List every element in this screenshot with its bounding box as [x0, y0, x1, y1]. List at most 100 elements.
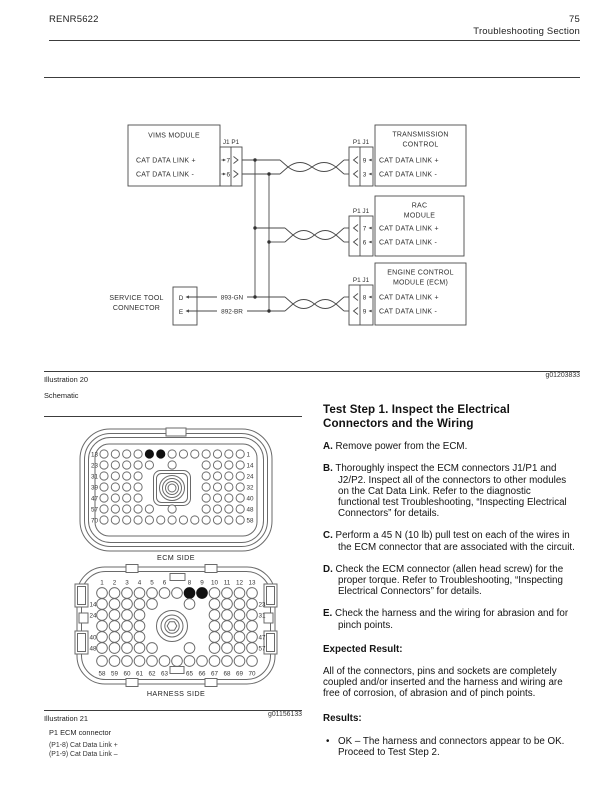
pin-number-label: 12 — [236, 580, 244, 587]
pin-number-label: 8 — [188, 580, 192, 587]
pin-socket — [144, 460, 154, 470]
pin-row-label: 14 — [89, 601, 97, 608]
pin-socket — [99, 493, 109, 503]
expected-result-text: All of the connectors, pins and sockets … — [323, 666, 563, 700]
step-text: Check the harness and the wiring for abr… — [335, 608, 569, 631]
pin-number-label: 11 — [224, 580, 231, 587]
hex-socket — [166, 621, 178, 631]
pin-socket — [212, 471, 223, 481]
pin-socket — [133, 449, 143, 459]
pin-socket-marked — [144, 449, 154, 459]
doc-number: RENR5622 — [49, 14, 99, 25]
pin-socket — [121, 598, 133, 610]
pin-socket — [133, 598, 146, 610]
pin-socket — [201, 449, 211, 459]
pin-number-label: 66 — [198, 671, 206, 678]
pin-socket — [167, 460, 177, 470]
tc-row-minus: CAT DATA LINK - — [379, 171, 437, 178]
step-letter: B. — [323, 463, 333, 475]
pin-socket — [224, 449, 234, 459]
pin-socket — [146, 598, 158, 610]
pin-socket — [99, 449, 109, 459]
pin-row-label: 40 — [247, 495, 255, 502]
rac-module: P1 J1 7 6 RAC MODULE CAT DATA LINK + CAT… — [348, 195, 465, 257]
rac-row-plus: CAT DATA LINK + — [379, 225, 439, 232]
keyway-notch-top — [169, 573, 186, 581]
pin-number-label: 3 — [125, 580, 129, 587]
pin-socket — [208, 587, 221, 599]
pin-socket — [233, 620, 246, 632]
pin-socket — [167, 515, 177, 525]
pin-socket — [212, 493, 223, 503]
pin-socket — [108, 609, 121, 621]
pin-number-label: 62 — [148, 671, 156, 678]
pin-socket — [233, 609, 246, 621]
pin-socket — [201, 471, 211, 481]
pin-row-label: 48 — [247, 506, 255, 513]
pin-row-label: 70 — [91, 517, 99, 524]
pin-socket — [96, 655, 108, 667]
pin-socket — [171, 587, 183, 599]
pin-socket — [108, 631, 121, 643]
pin-row-label: 23 — [259, 601, 267, 608]
pin-socket — [246, 587, 258, 599]
pin-row-label: 39 — [91, 484, 99, 491]
pin-number-label: 69 — [236, 671, 244, 678]
pin-number-label: 2 — [113, 580, 117, 587]
tc-row-plus: CAT DATA LINK + — [379, 157, 439, 164]
latch-slot — [263, 583, 278, 608]
pin-socket — [144, 515, 154, 525]
ecm-pin-8: 8 — [363, 294, 367, 301]
pin-socket — [96, 598, 108, 610]
illustration20-label: Illustration 20 — [44, 375, 88, 384]
pin-socket — [212, 482, 223, 492]
pin-row-label: 47 — [91, 495, 99, 502]
vims-row-plus: CAT DATA LINK + — [136, 157, 196, 164]
rac-pin-6: 6 — [363, 239, 367, 246]
pin-socket — [133, 642, 146, 654]
pin-socket — [235, 493, 245, 503]
pin-socket — [133, 482, 143, 492]
pin-row-label: 57 — [91, 506, 99, 513]
step-text: Thoroughly inspect the ECM connectors J1… — [335, 463, 567, 520]
pin-row-label: 32 — [247, 484, 255, 491]
step-letter: E. — [323, 608, 333, 620]
illustration21-id: g01156133 — [268, 711, 302, 718]
pin-socket — [233, 631, 246, 643]
pin-socket — [190, 449, 200, 459]
step-e: E. Check the harness and the wiring for … — [323, 608, 575, 630]
pin-number-label: 1 — [100, 580, 104, 587]
pin-socket — [133, 631, 146, 643]
section-title: Troubleshooting Section — [473, 26, 580, 37]
schematic-figure: VIMS MODULE CAT DATA LINK + CAT DATA LIN… — [109, 124, 467, 326]
pin-socket — [183, 598, 196, 610]
harness-side-shell — [74, 564, 278, 687]
service-pin-e: E — [179, 309, 183, 316]
rac-row-minus: CAT DATA LINK - — [379, 239, 437, 246]
service-tool-label-2: CONNECTOR — [113, 305, 160, 312]
illustration21-label: Illustration 21 — [44, 714, 88, 723]
ecm-side-caption: ECM SIDE — [157, 553, 195, 562]
rac-title-1: RAC — [412, 203, 428, 210]
keyway-notch-bottom — [169, 666, 185, 674]
ecm-conn-label: P1 J1 — [353, 277, 370, 284]
pin-socket — [96, 620, 108, 632]
pin-socket — [99, 460, 109, 470]
result-text: OK – The harness and connectors appear t… — [338, 735, 565, 759]
harness-side-caption: HARNESS SIDE — [147, 689, 205, 698]
pin-socket — [96, 631, 108, 643]
pin-number-label: 58 — [98, 671, 106, 678]
pin-socket — [221, 620, 233, 632]
pin-socket — [224, 460, 234, 470]
pin-socket — [96, 587, 108, 599]
pin-socket — [146, 642, 158, 654]
allen-head-screw — [156, 610, 188, 642]
vims-module: VIMS MODULE CAT DATA LINK + CAT DATA LIN… — [127, 124, 243, 187]
service-tool-connector: SERVICE TOOL CONNECTOR D E 893-GN 892-BR — [109, 286, 244, 326]
illustration21-caption: P1 ECM connector — [49, 728, 112, 737]
pin-socket — [167, 449, 177, 459]
step-c: C. Perform a 45 N (10 lb) pull test on e… — [323, 530, 575, 552]
pin-socket — [224, 493, 234, 503]
pin-number-label: 5 — [150, 580, 154, 587]
